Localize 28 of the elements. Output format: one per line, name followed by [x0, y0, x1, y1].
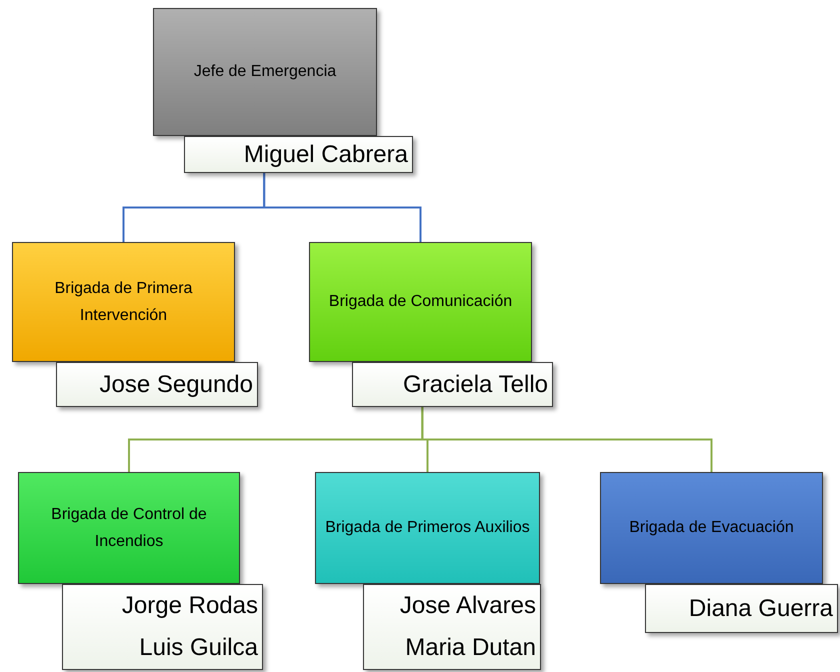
role-title: Brigada de Control de Incendios	[50, 504, 208, 552]
name-box	[184, 136, 413, 173]
name-box	[363, 584, 541, 670]
role-title: Brigada de Comunicación	[328, 292, 514, 312]
role-box	[153, 8, 377, 136]
person-name: Maria Dutan	[404, 633, 537, 664]
role-title: Jefe de Emergencia	[192, 62, 338, 82]
role-box	[309, 242, 532, 362]
name-box	[56, 362, 258, 407]
person-name: Jose Alvares	[398, 591, 537, 622]
name-box	[62, 584, 263, 670]
role-box	[600, 472, 823, 584]
role-box	[12, 242, 235, 362]
connector-line	[421, 407, 712, 472]
name-box	[645, 584, 838, 633]
person-name: Jorge Rodas	[120, 591, 259, 622]
role-title: Brigada de Primera Intervención	[54, 278, 194, 326]
name-box	[352, 362, 553, 407]
role-title: Brigada de Evacuación	[628, 518, 795, 538]
connector-line	[263, 173, 422, 242]
role-box	[18, 472, 240, 584]
person-name: Miguel Cabrera	[242, 140, 409, 170]
person-name: Diana Guerra	[688, 594, 834, 624]
role-box	[315, 472, 540, 584]
person-name: Luis Guilca	[138, 633, 259, 664]
role-title: Brigada de Primeros Auxilios	[324, 518, 531, 538]
person-name: Jose Segundo	[98, 370, 254, 400]
person-name: Graciela Tello	[402, 370, 549, 400]
